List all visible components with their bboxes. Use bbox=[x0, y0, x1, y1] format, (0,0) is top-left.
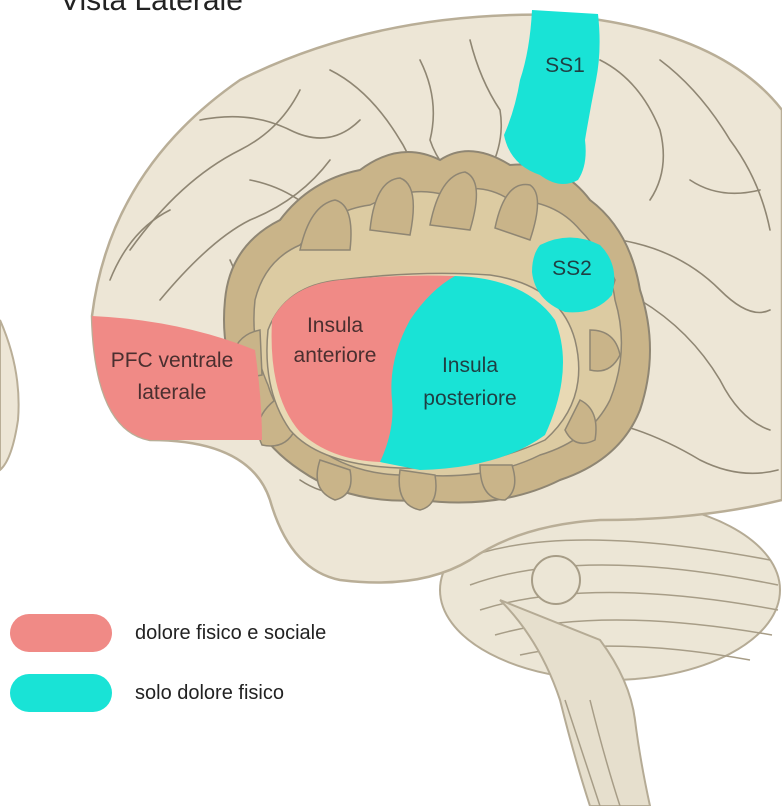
label-insula-anterior-line1: Insula bbox=[307, 314, 363, 337]
label-insula-posterior-line2: posteriore bbox=[423, 387, 516, 410]
legend-label-physical-only: solo dolore fisico bbox=[135, 682, 284, 705]
diagram-title: Vista Laterale bbox=[60, 0, 243, 18]
legend-label-physical-social: dolore fisico e sociale bbox=[135, 622, 326, 645]
label-pfc-line1: PFC ventrale bbox=[111, 349, 234, 372]
legend-swatch-cyan bbox=[10, 674, 112, 712]
legend-swatch-pink bbox=[10, 614, 112, 652]
adjacent-brain-edge bbox=[0, 320, 19, 470]
label-insula-anterior-line2: anteriore bbox=[294, 344, 377, 367]
label-insula-posterior-line1: Insula bbox=[442, 354, 498, 377]
label-ss2: SS2 bbox=[552, 257, 592, 280]
label-pfc-line2: laterale bbox=[138, 381, 207, 404]
label-ss1: SS1 bbox=[545, 54, 585, 77]
